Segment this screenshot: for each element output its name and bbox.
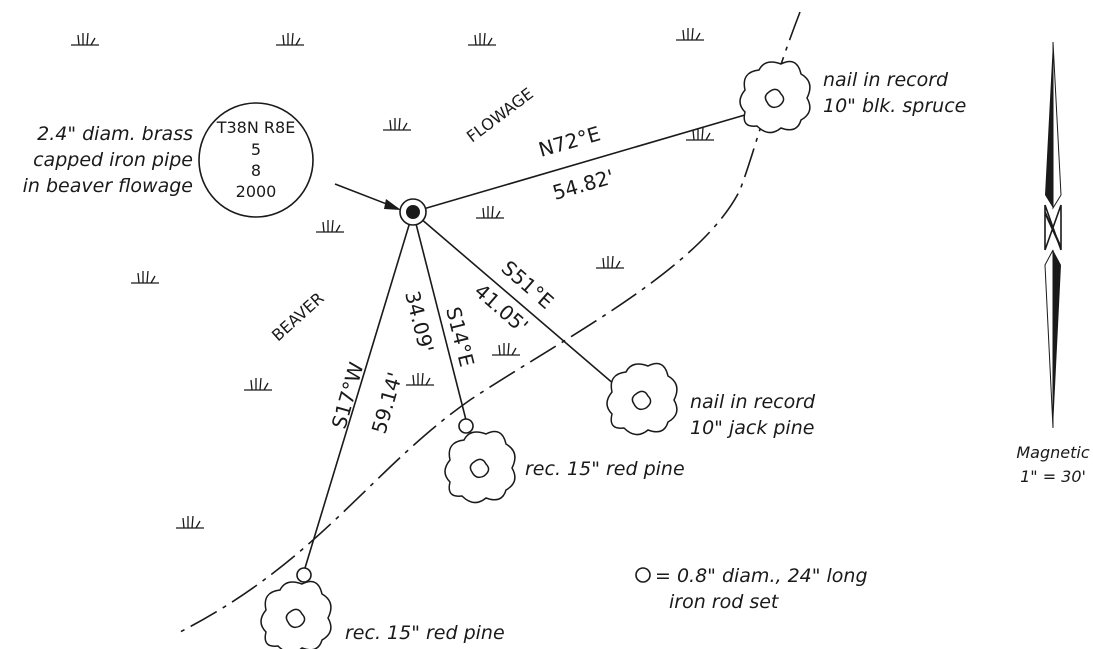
legend-text-2: iron rod set	[669, 591, 780, 613]
marsh-symbol	[176, 515, 204, 529]
tree-label-jack-pine-1: nail in record	[690, 391, 816, 413]
marsh-symbol	[686, 127, 714, 141]
north-arrow-lower-light	[1044, 249, 1054, 429]
tree-icon-jack-pine	[606, 362, 678, 436]
tie-line-red-pine-1	[412, 211, 467, 421]
marsh-symbol	[596, 255, 624, 269]
marsh-symbol	[131, 270, 159, 284]
monument-desc-3: in beaver flowage	[23, 175, 193, 197]
marsh-symbol	[276, 32, 304, 46]
tie-line-jack-pine	[412, 211, 616, 386]
tree-label-jack-pine-2: 10" jack pine	[690, 417, 814, 439]
flowage-boundary	[179, 11, 801, 633]
tree-trunk-red-pine-2	[285, 608, 306, 629]
iron-rod-set-2	[296, 567, 312, 583]
marsh-symbol	[383, 117, 411, 131]
legend-text-1: = 0.8" diam., 24" long	[655, 565, 868, 587]
cap-line-3: 8	[251, 161, 261, 180]
tree-icon-spruce	[739, 60, 811, 134]
marsh-symbol	[468, 32, 496, 46]
tree-label-red-pine-2: rec. 15" red pine	[345, 622, 505, 644]
tie-bearing-s14e: S14°E	[441, 304, 479, 369]
tree-trunk-red-pine-1	[469, 458, 490, 479]
cap-line-4: 2000	[236, 182, 277, 201]
cap-line-2: 5	[251, 140, 261, 159]
tree-label-red-pine-1: rec. 15" red pine	[525, 458, 685, 480]
tree-trunk-jack-pine	[631, 390, 652, 411]
north-arrow	[1044, 41, 1062, 429]
marsh-symbol	[406, 372, 434, 386]
beaver-label: BEAVER	[268, 289, 328, 345]
tie-distance-s17w: 59.14'	[367, 369, 407, 436]
tree-icon-red-pine-1	[444, 430, 516, 504]
tree-trunk-spruce	[764, 88, 785, 109]
monument-leader-arrowhead	[384, 199, 401, 210]
marsh-symbol	[492, 342, 520, 356]
cap-circle	[198, 102, 314, 218]
north-arrow-label: Magnetic	[1016, 443, 1089, 462]
marsh-symbol	[316, 219, 344, 233]
north-arrow-mid-fill	[1045, 210, 1061, 250]
tie-distance-n72e: 54.82'	[550, 164, 617, 204]
north-arrow-upper-light	[1052, 41, 1062, 210]
tree-label-spruce-1: nail in record	[823, 69, 949, 91]
tree-icon-red-pine-2	[260, 580, 332, 649]
monument-center	[406, 205, 420, 219]
monument-desc-1: 2.4" diam. brass	[37, 123, 193, 145]
tie-line-spruce	[412, 109, 763, 213]
scale-label: 1" = 30'	[1020, 467, 1086, 486]
marsh-symbol	[476, 205, 504, 219]
cap-line-1: T38N R8E	[216, 118, 296, 137]
tie-line-red-pine-2	[304, 211, 414, 569]
marsh-symbol	[676, 27, 704, 41]
monument-desc-2: capped iron pipe	[33, 149, 193, 171]
iron-rod-set-1	[458, 418, 474, 434]
marsh-symbols	[71, 27, 714, 529]
flowage-label: FLOWAGE	[463, 84, 537, 146]
tree-label-spruce-2: 10" blk. spruce	[823, 95, 966, 117]
marsh-symbol	[71, 32, 99, 46]
marsh-symbol	[244, 377, 272, 391]
tie-bearing-s17w: S17°W	[327, 359, 369, 431]
tie-distance-s14e: 34.09'	[400, 288, 438, 355]
legend-rod-symbol	[635, 567, 651, 583]
tie-bearing-n72e: N72°E	[536, 121, 603, 161]
